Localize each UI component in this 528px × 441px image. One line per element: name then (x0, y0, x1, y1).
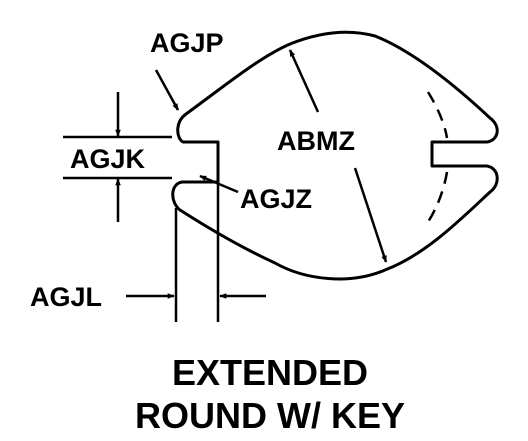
abmz-arrow-upper (288, 49, 320, 113)
label-agjz: AGJZ (240, 184, 312, 214)
label-agjp: AGJP (150, 28, 224, 58)
label-abmz: ABMZ (277, 126, 355, 156)
part-outline (171, 30, 499, 281)
caption-line-1: EXTENDED (172, 352, 368, 393)
label-agjk: AGJK (70, 144, 146, 174)
hidden-line-upper (426, 91, 449, 139)
hidden-line-lower (426, 171, 449, 223)
label-agjl: AGJL (30, 282, 102, 312)
agjp-leader (154, 69, 180, 111)
caption-line-2: ROUND W/ KEY (135, 395, 405, 436)
abmz-arrow-lower (353, 167, 388, 263)
